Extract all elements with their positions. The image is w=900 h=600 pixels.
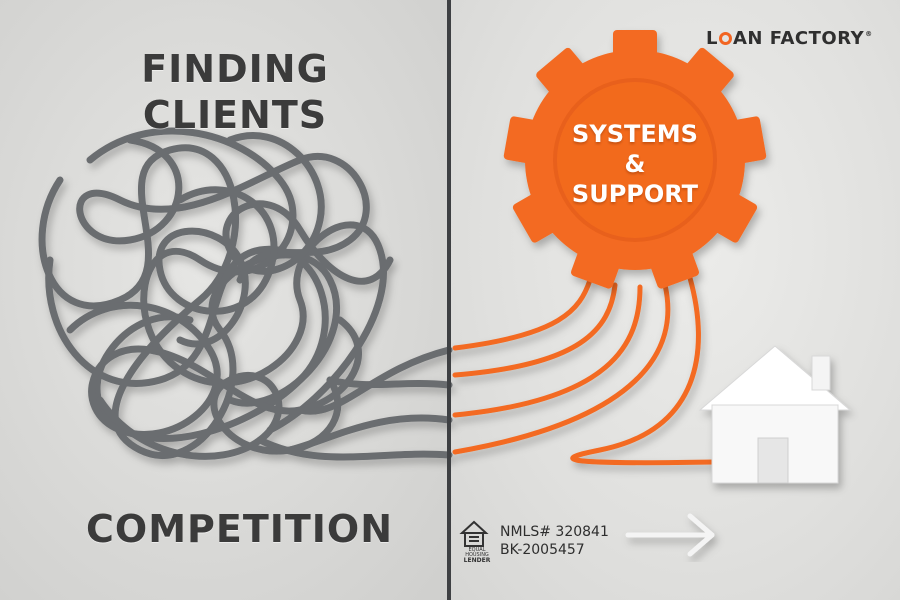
orange-cables [452,275,718,466]
gear-label-line-2: & [624,150,646,178]
registered-mark: ® [865,29,873,38]
gear-label-line-3: SUPPORT [571,180,699,208]
arrow-right-icon [625,513,715,557]
heading-line-2: CLIENTS [142,93,328,137]
logo-text-start: L [706,28,718,49]
gear-icon [503,30,767,289]
license-info: NMLS# 320841 BK-2005457 [500,523,609,559]
nmls-number: NMLS# 320841 [500,524,609,540]
logo-text-end: AN FACTORY [732,28,865,49]
divider [447,0,451,600]
tangled-cables [38,127,453,461]
house-icon [698,345,852,484]
gear-label-line-1: SYSTEMS [572,120,698,148]
logo-o-icon [718,32,732,45]
equal-housing-line-1: EQUAL HOUSING [465,547,489,558]
heading-line-1: FINDING [141,47,329,91]
finding-clients-heading: FINDING CLIENTS [100,46,370,138]
equal-housing-line-2: LENDER [463,557,491,564]
competition-label: COMPETITION [86,507,394,551]
license-number: BK-2005457 [500,542,585,558]
loan-factory-logo: L AN FACTORY ® [706,28,873,49]
equal-housing-icon [459,520,489,547]
equal-housing-label: EQUAL HOUSING LENDER [457,547,497,564]
